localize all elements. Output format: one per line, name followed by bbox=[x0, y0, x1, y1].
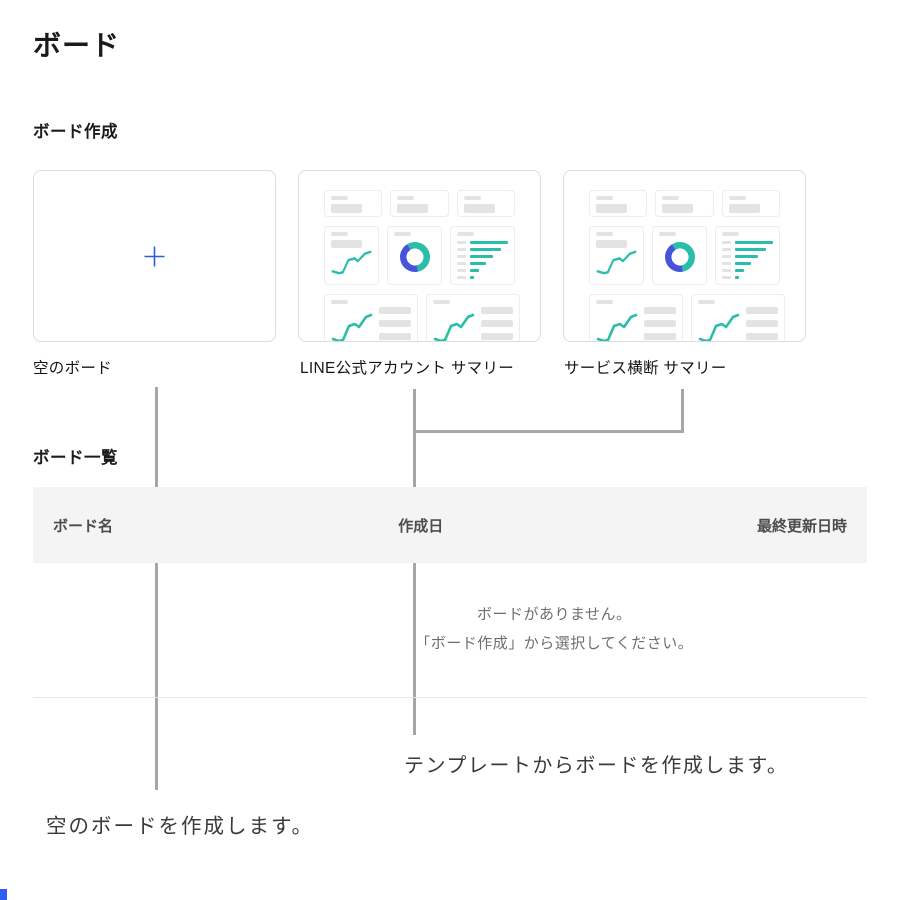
template-note: テンプレートからボードを作成します。 bbox=[404, 755, 789, 777]
stat-tile bbox=[721, 190, 780, 217]
plus-icon bbox=[144, 246, 165, 266]
column-header-board-name: ボード名 bbox=[53, 517, 114, 535]
create-section-heading: ボード作成 bbox=[33, 123, 118, 141]
board-list-table: ボード名 作成日 最終更新日時 ボードがありません。 「ボード作成」から選択して… bbox=[33, 487, 867, 698]
column-header-last-updated: 最終更新日時 bbox=[756, 517, 847, 535]
create-line-summary-template-card[interactable] bbox=[298, 170, 541, 342]
connector-line-template-right bbox=[681, 389, 684, 433]
empty-state-line2: 「ボード作成」から選択してください。 bbox=[415, 635, 694, 652]
bar-chart-icon bbox=[715, 226, 780, 285]
list-section-heading: ボード一覧 bbox=[33, 449, 118, 467]
table-empty-row: ボードがありません。 「ボード作成」から選択してください。 bbox=[33, 563, 867, 698]
stat-tile bbox=[456, 190, 515, 217]
thumbnail-wide-row bbox=[324, 294, 520, 341]
line-chart-tile bbox=[324, 294, 418, 341]
bar-chart-icon bbox=[450, 226, 515, 285]
dashboard-thumbnail bbox=[299, 171, 540, 341]
line-chart-icon bbox=[324, 226, 379, 285]
line-chart-tile bbox=[426, 294, 520, 341]
donut-chart-icon bbox=[387, 226, 442, 285]
connector-line-empty-board bbox=[155, 387, 158, 790]
stat-tile bbox=[390, 190, 449, 217]
donut-chart-icon bbox=[652, 226, 707, 285]
page-title: ボード bbox=[33, 30, 121, 61]
card-label-empty-board: 空のボード bbox=[33, 360, 113, 377]
thumbnail-stat-row bbox=[324, 190, 515, 217]
empty-board-note: 空のボードを作成します。 bbox=[46, 815, 314, 838]
thumbnail-wide-row bbox=[589, 294, 785, 341]
thumbnail-chart-row bbox=[324, 226, 515, 285]
line-chart-tile bbox=[589, 294, 683, 341]
line-chart-icon bbox=[589, 226, 644, 285]
card-label-line-summary: LINE公式アカウント サマリー bbox=[300, 360, 515, 377]
stat-tile bbox=[655, 190, 714, 217]
connector-line-horizontal bbox=[413, 430, 684, 433]
empty-state-message: ボードがありません。 「ボード作成」から選択してください。 bbox=[242, 563, 868, 658]
board-create-cards bbox=[33, 170, 806, 342]
card-label-cross-service: サービス横断 サマリー bbox=[564, 360, 727, 377]
create-empty-board-card[interactable] bbox=[33, 170, 276, 342]
empty-state-line1: ボードがありません。 bbox=[476, 606, 632, 623]
stat-tile bbox=[324, 190, 383, 217]
line-chart-tile bbox=[691, 294, 785, 341]
create-cross-service-template-card[interactable] bbox=[563, 170, 806, 342]
thumbnail-chart-row bbox=[589, 226, 780, 285]
table-header-row: ボード名 作成日 最終更新日時 bbox=[33, 487, 867, 563]
thumbnail-stat-row bbox=[589, 190, 780, 217]
blue-corner-mark bbox=[0, 889, 7, 900]
stat-tile bbox=[589, 190, 648, 217]
column-header-created-date: 作成日 bbox=[398, 517, 444, 535]
dashboard-thumbnail bbox=[564, 171, 805, 341]
